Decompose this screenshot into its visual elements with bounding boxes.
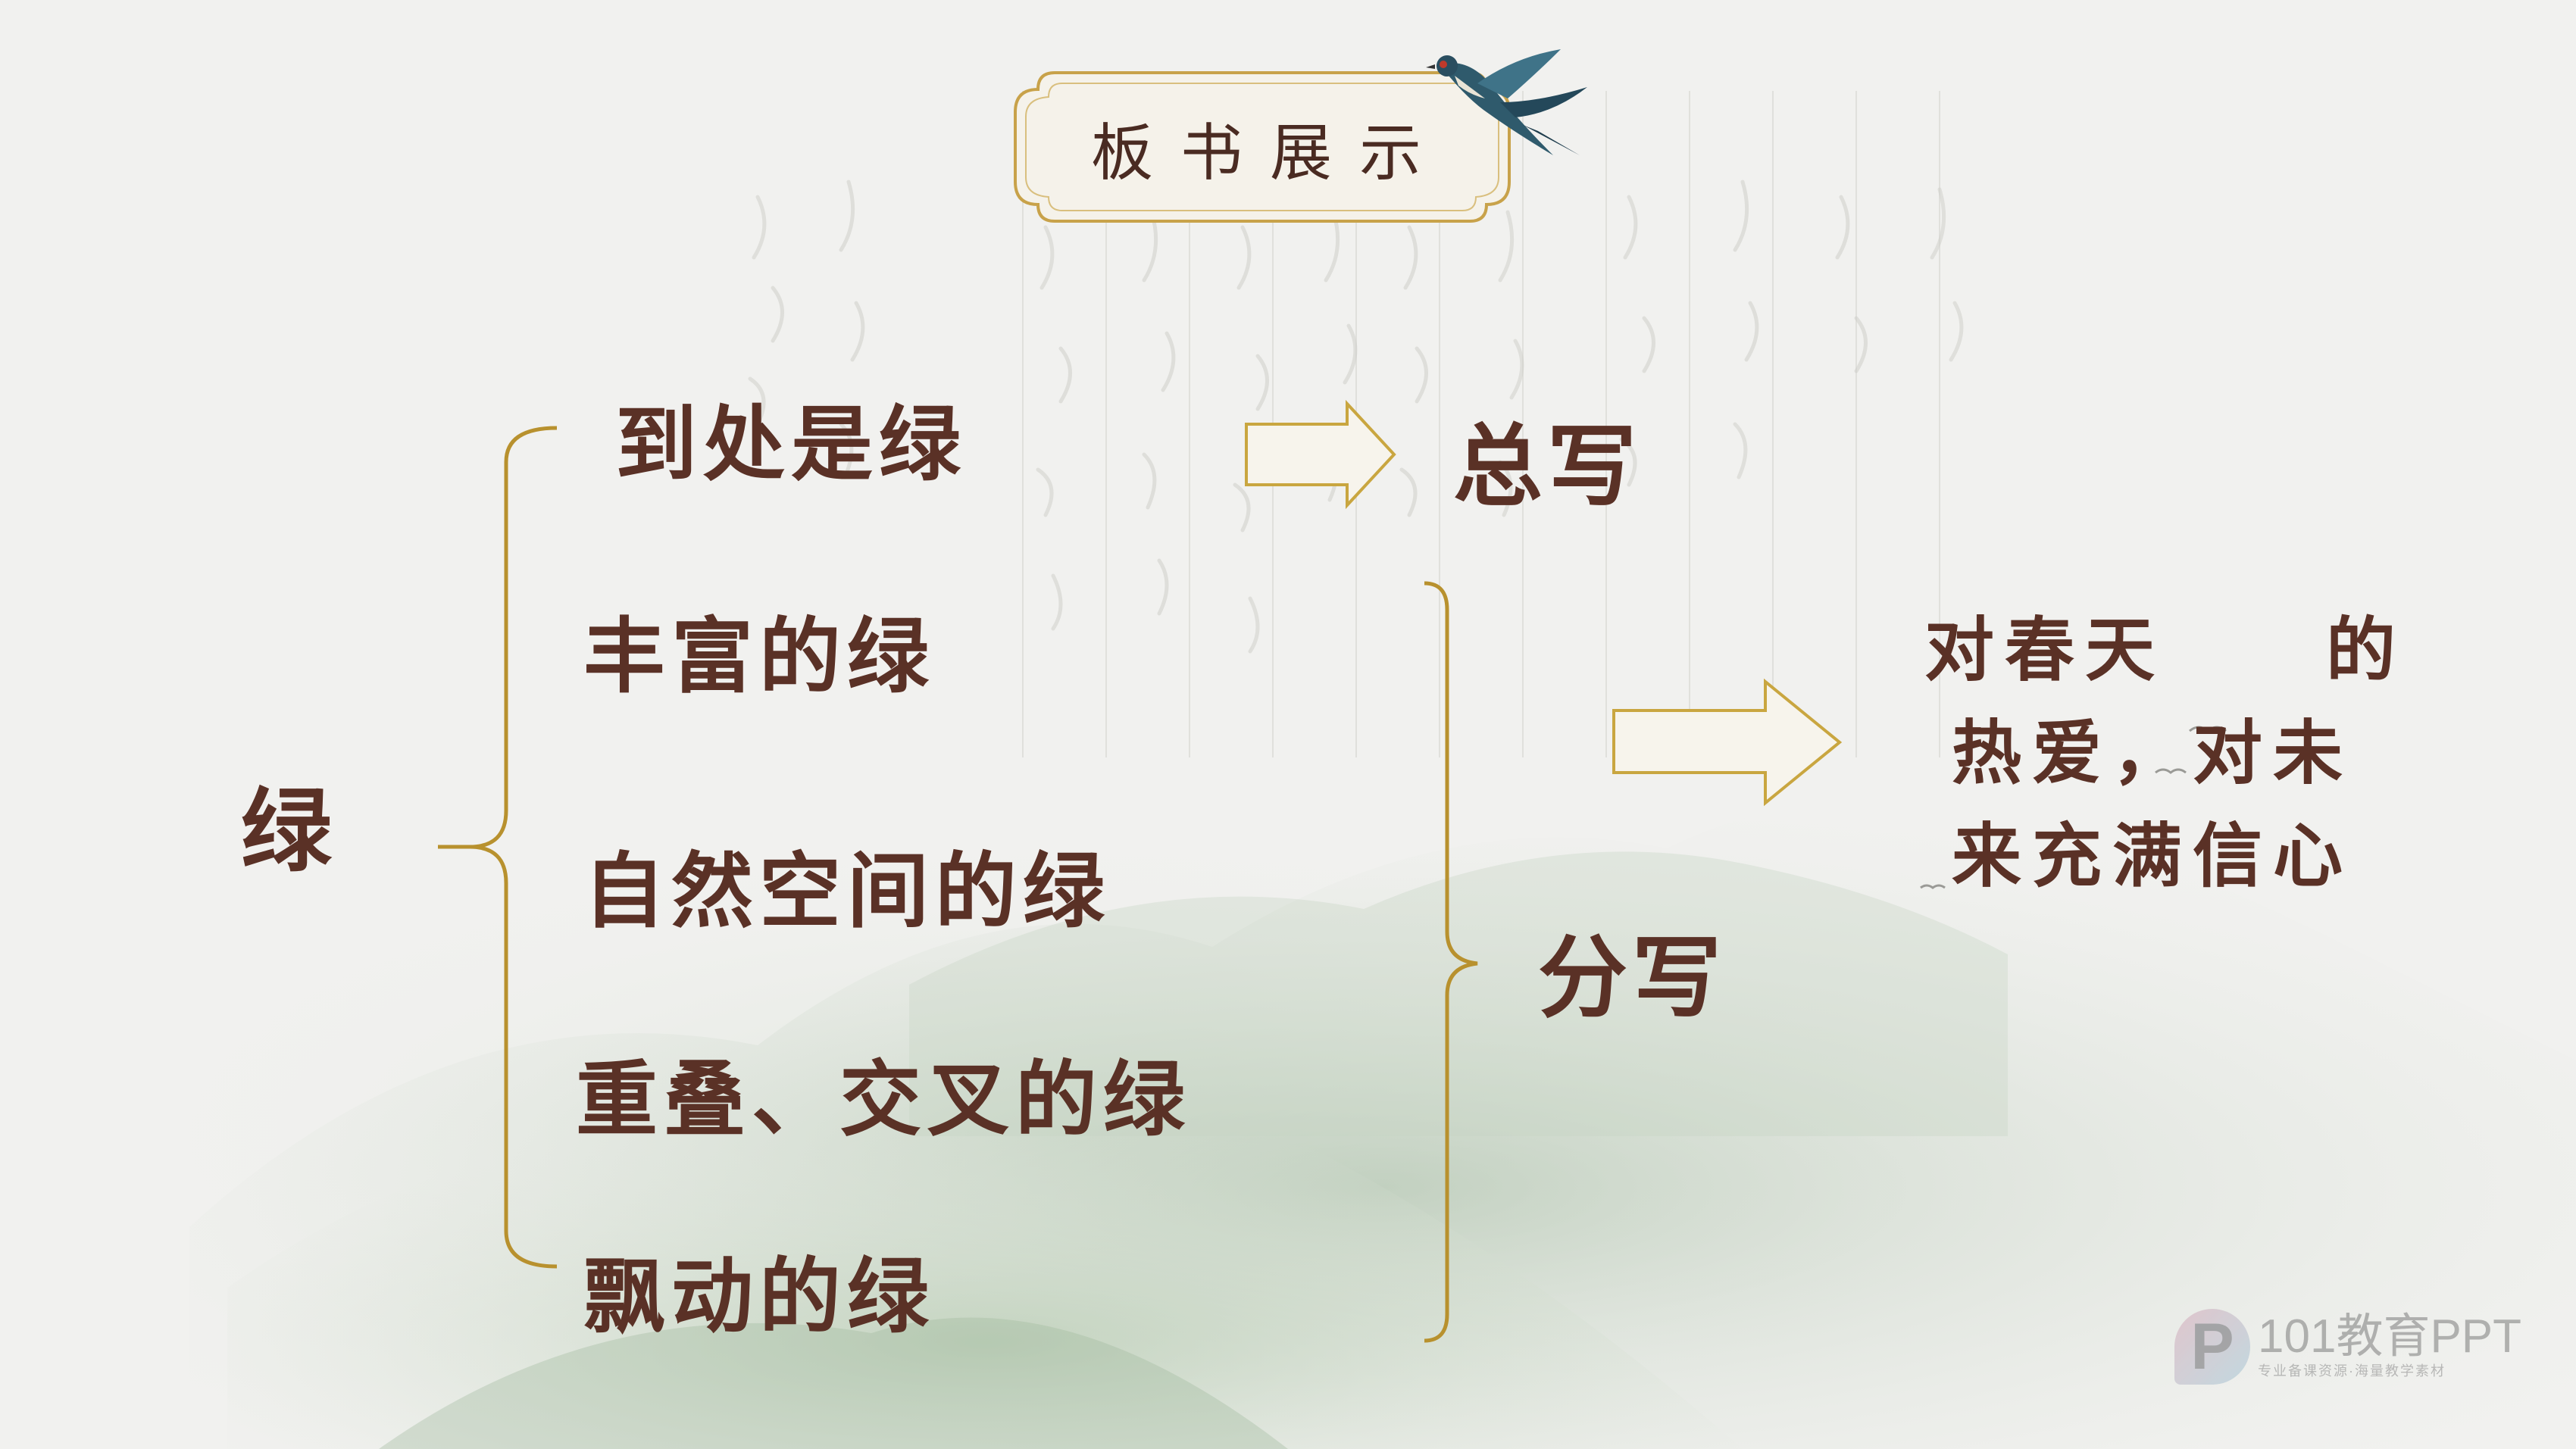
- label-general-writing: 总写: [1453, 414, 1642, 519]
- branch-floating-green: 飘动的绿: [583, 1249, 936, 1344]
- page-title: 板书展示: [1090, 117, 1449, 189]
- branch-everywhere-green: 到处是绿: [615, 397, 968, 492]
- brand-logo: P 101教育PPT 专业备课资源·海量教学素材: [2174, 1309, 2521, 1385]
- branch-rich-green: 丰富的绿: [583, 609, 936, 704]
- conclusion-line-3: 来充满信心: [1952, 815, 2354, 897]
- right-brace: [1424, 581, 1478, 1343]
- conclusion-block: 对春天 的 热爱，对未 来充满信心: [1924, 598, 2406, 907]
- logo-p-icon: P: [2174, 1309, 2250, 1385]
- conclusion-line-2: 热爱，对未: [1952, 712, 2354, 794]
- branch-natural-space-green: 自然空间的绿: [583, 844, 1111, 939]
- logo-sub-text: 专业备课资源·海量教学素材: [2258, 1363, 2446, 1379]
- root-node: 绿: [241, 778, 332, 885]
- label-detailed-writing: 分写: [1538, 925, 1727, 1030]
- arrow-to-general: [1245, 399, 1396, 510]
- logo-main-text: 101教育PPT: [2258, 1310, 2522, 1363]
- conclusion-line-1: 对春天 的: [1924, 609, 2407, 691]
- branch-overlapping-green: 重叠、交叉的绿: [576, 1052, 1192, 1148]
- swallow-icon: [1426, 49, 1587, 155]
- arrow-to-conclusion: [1612, 678, 1843, 807]
- left-brace: [469, 426, 558, 1269]
